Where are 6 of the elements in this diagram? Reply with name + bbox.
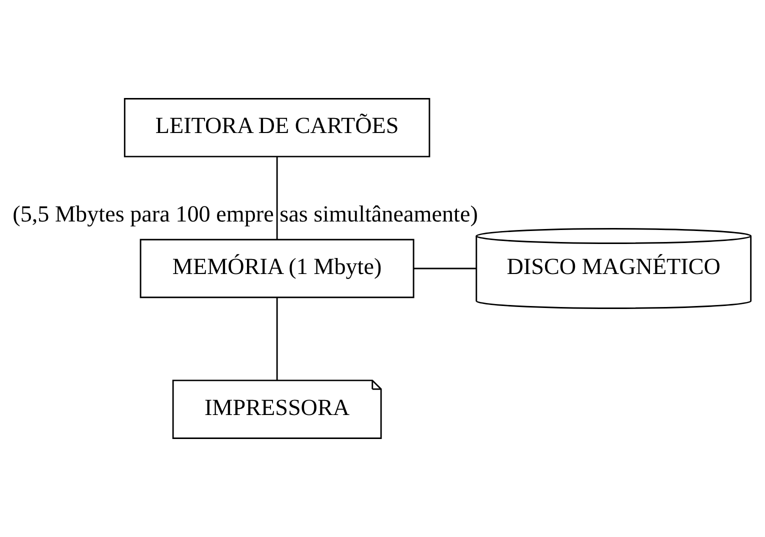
node-box: LEITORA DE CARTÕES	[124, 98, 430, 158]
node-label: (5,5 Mbytes para 100 empre sas simultâneamente)	[12, 200, 478, 226]
connector	[276, 298, 278, 380]
connector	[414, 268, 476, 270]
connector	[276, 157, 278, 240]
node-box: MEMÓRIA (1 Mbyte)	[140, 238, 414, 298]
